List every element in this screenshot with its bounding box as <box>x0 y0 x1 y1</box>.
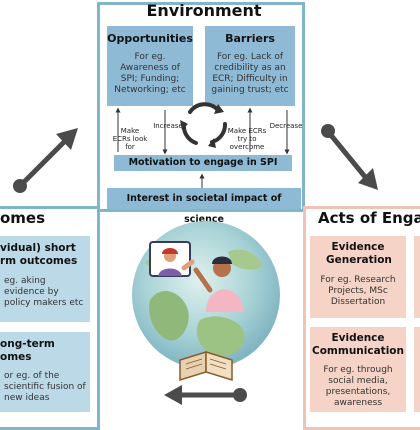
environment-title: Environment <box>146 1 262 20</box>
increase-label: Increase <box>153 122 183 130</box>
book-icon <box>179 350 233 382</box>
make-ecrs-try-label: Make ECRs try to overcome <box>227 127 267 151</box>
arrow-outcomes-to-environment <box>13 128 78 193</box>
short-term-outcomes-box: vidual) short rm outcomes eg. aking evid… <box>0 236 90 322</box>
connector-arrows <box>13 124 378 405</box>
arrow-acts-to-outcomes <box>164 385 247 405</box>
motivation-text: Motivation to engage in SPI <box>128 157 278 168</box>
long-term-outcomes-box: ong-term omes or eg. of the scientific f… <box>0 332 90 412</box>
acts-extra-box-2 <box>414 327 420 412</box>
opportunities-box: Opportunities For eg. Awareness of SPI; … <box>107 26 193 106</box>
evidence-communication-text: For eg. through social media, presentati… <box>323 365 393 408</box>
short-term-outcomes-title: vidual) short rm outcomes <box>0 242 78 267</box>
interest-box: Interest in societal impact of science <box>107 188 301 225</box>
evidence-communication-box: Evidence Communication For eg. through s… <box>310 327 406 412</box>
cycle-arrows <box>115 102 290 188</box>
outcomes-title: omes <box>0 209 46 227</box>
evidence-communication-title: Evidence Communication <box>312 332 404 357</box>
barriers-box: Barriers For eg. Lack of credibility as … <box>205 26 295 106</box>
acts-title: Acts of Enga <box>318 209 420 227</box>
acts-extra-box-1 <box>414 236 420 318</box>
make-ecrs-look-for-label: Make ECRs look for <box>112 127 148 151</box>
evidence-generation-title: Evidence Generation <box>326 241 392 266</box>
globe-illustration <box>132 221 280 382</box>
barriers-text: For eg. Lack of credibility as an ECR; D… <box>211 52 289 95</box>
opportunities-title: Opportunities <box>107 32 193 45</box>
decrease-label: Decrease <box>269 122 303 130</box>
barriers-title: Barriers <box>225 32 275 45</box>
short-term-outcomes-text: eg. aking evidence by policy makers etc <box>4 276 84 308</box>
long-term-outcomes-title: ong-term omes <box>0 338 55 363</box>
long-term-outcomes-text: or eg. of the scientific fusion of new i… <box>4 371 86 403</box>
opportunities-text: For eg. Awareness of SPI; Funding; Netwo… <box>114 52 186 95</box>
evidence-generation-box: Evidence Generation For eg. Research Pro… <box>310 236 406 318</box>
motivation-box: Motivation to engage in SPI <box>114 155 292 171</box>
interest-text: Interest in societal impact of science <box>126 193 282 225</box>
evidence-generation-text: For eg. Research Projects, MSc Dissertat… <box>320 275 396 307</box>
arrow-environment-to-acts <box>321 124 378 190</box>
